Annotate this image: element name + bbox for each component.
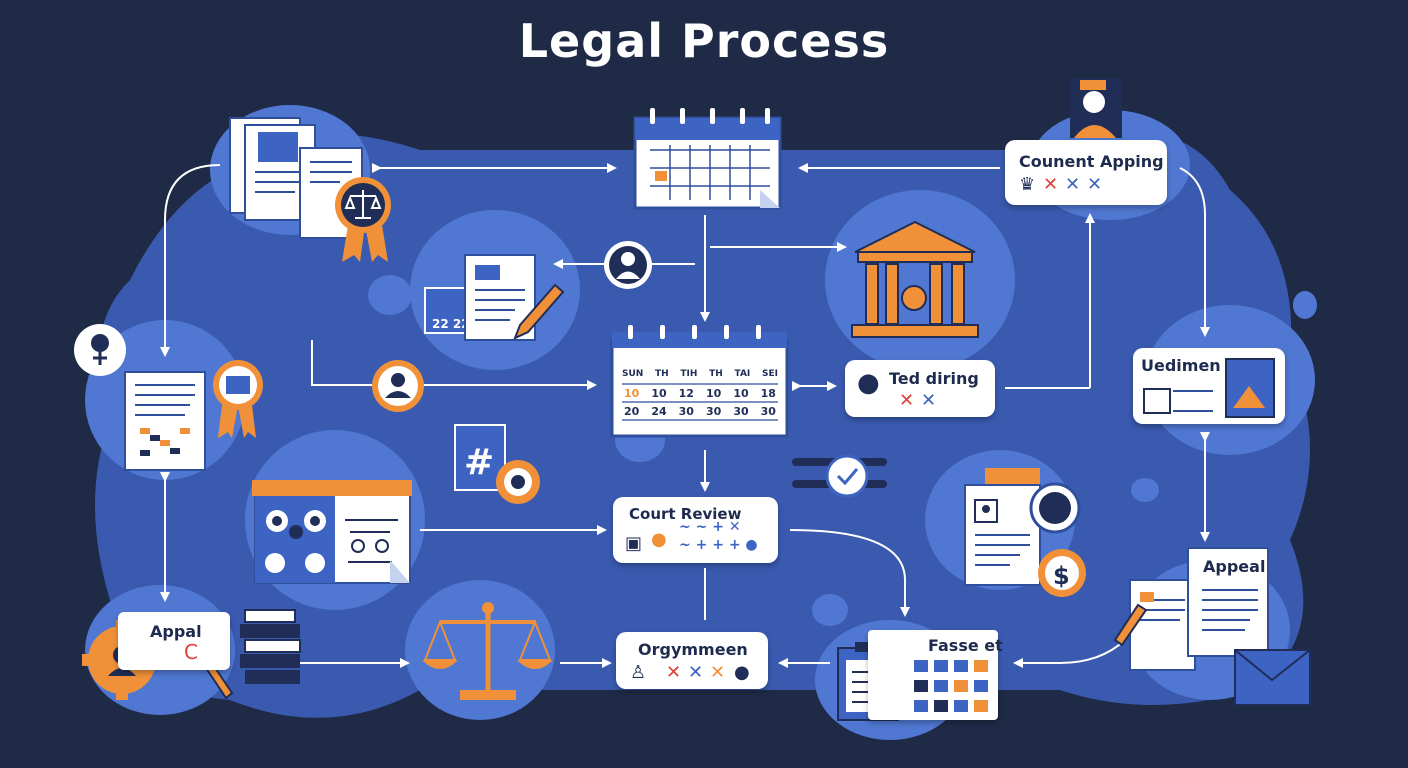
page-title: Legal Process [518, 14, 890, 68]
case-icon: ▣ [625, 533, 643, 554]
gear-icon [496, 460, 540, 504]
calendar-date: 18 [760, 387, 776, 400]
pen-icon [513, 283, 565, 340]
calendar-date: 30 [705, 405, 722, 418]
person-portrait-icon [1070, 78, 1122, 138]
appeal-label: Appeal [1203, 557, 1266, 576]
uedimen-label: Uedimen [1141, 356, 1221, 375]
cross-icon: ✕ [666, 662, 682, 683]
appal-card[interactable]: Appal C [118, 612, 230, 670]
fasse-et-card[interactable]: Fasse et [868, 630, 1003, 720]
check-clock-icon [792, 454, 887, 498]
calendar-date: 30 [678, 405, 694, 418]
calendar-day: SUN [622, 369, 644, 379]
appeal-card[interactable]: Appeal [1195, 552, 1265, 582]
appal-label: Appal [150, 622, 202, 641]
dollar-gear-icon: $ [1038, 549, 1086, 597]
award-ribbon-icon [335, 177, 391, 262]
cross-icon: ✕ [921, 390, 937, 411]
hashtag-icon: # [454, 424, 506, 491]
calendar-row: 20 24 30 30 30 30 [624, 405, 776, 419]
uedimen-card[interactable]: Uedimen [1133, 348, 1285, 424]
calendar-icon [633, 108, 782, 210]
courthouse-icon [851, 220, 979, 338]
cross-icon: ✕ [1087, 174, 1103, 195]
calendar-day: TH [709, 369, 723, 379]
calendar-date: 24 [651, 405, 667, 418]
person-icon: ● [734, 662, 750, 683]
calendar-day-headers: SUN TH TIH TH TAI SEI [622, 369, 778, 383]
ted-diring-label: Ted diring [889, 369, 979, 388]
plus-icon: ~ ~ + ✕ [679, 519, 741, 535]
person-icon: ♛ [1019, 174, 1036, 195]
court-review-label: Court Review [629, 505, 742, 523]
calendar-icon [610, 325, 789, 438]
scales-icon [422, 602, 553, 700]
appeal-document-icon [1129, 547, 1269, 671]
appal-mark: C [184, 640, 198, 664]
calendar-day: TIH [680, 369, 698, 379]
calendar-date: 20 [624, 405, 640, 418]
contract-document-icon: 22 22 [424, 254, 536, 341]
location-pin-icon [74, 324, 126, 376]
id-document-icon [964, 468, 1081, 586]
calendar-date: 10 [733, 387, 749, 400]
connector-lines [160, 163, 1210, 668]
calendar-date: 12 [678, 387, 694, 400]
court-review-card[interactable]: Court Review ▣ ● ~ ~ + ✕ ~ + + + ● [613, 497, 778, 563]
envelope-icon [1234, 649, 1311, 706]
people-icon: ♙ [630, 662, 647, 683]
person-icon: ● [857, 368, 880, 398]
ted-diring-card[interactable]: ● Ted diring ✕ ✕ [845, 360, 995, 417]
cross-icon: ✕ [899, 390, 915, 411]
pyramid-icon [1233, 386, 1265, 408]
calendar-date: 30 [760, 405, 776, 418]
calendar-date: 10 [705, 387, 722, 400]
calendar-day: TAI [734, 369, 751, 379]
orgymmeen-card[interactable]: Orgymmeen ♙ ✕ ✕ ✕ ● [616, 632, 768, 689]
calendar-day: TH [655, 369, 669, 379]
calendar-date: 10 [651, 387, 667, 400]
cross-icon: ✕ [710, 662, 726, 683]
photo-icon [1143, 388, 1171, 414]
evidence-document-icon [124, 371, 206, 471]
person-icon: ● [651, 529, 667, 550]
svg-text:#: # [464, 442, 494, 483]
calendar-row: 10 10 12 10 10 18 [624, 387, 776, 401]
lawyer-avatar-icon [372, 360, 424, 412]
counent-apping-label: Counent Apping [1019, 152, 1164, 171]
cross-icon: ✕ [688, 662, 704, 683]
svg-text:$: $ [1053, 562, 1070, 590]
user-avatar-icon [604, 241, 652, 289]
text-lines [1173, 390, 1213, 412]
checklist-icon [914, 660, 990, 714]
svg-text:22 22: 22 22 [432, 317, 470, 331]
cross-icon: ✕ [1043, 174, 1059, 195]
calendar-date: 10 [624, 387, 640, 400]
map-calendar-icon [252, 480, 412, 584]
pen-icon [1113, 603, 1148, 647]
plus-icon: ~ + + + ● [679, 537, 758, 553]
calendar-date: 30 [733, 405, 749, 418]
books-icon [240, 609, 301, 684]
award-ribbon-icon [213, 360, 263, 438]
calendar-day: SEI [761, 369, 778, 379]
cross-icon: ✕ [1065, 174, 1081, 195]
fasse-et-label: Fasse et [928, 636, 1003, 655]
counent-apping-card[interactable]: Counent Apping ♛ ✕ ✕ ✕ [1005, 140, 1167, 205]
orgymmeen-label: Orgymmeen [638, 640, 748, 659]
